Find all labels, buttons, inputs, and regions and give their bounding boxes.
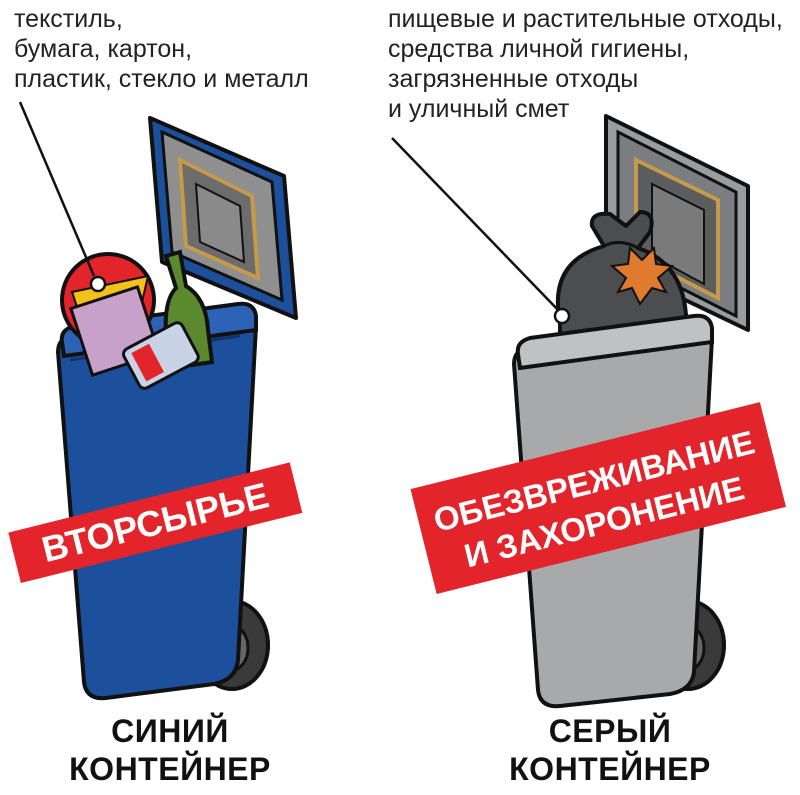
description-line: бумага, картон, [14, 35, 193, 63]
caption-line: СЕРЫЙ [548, 713, 672, 749]
description-line: пищевые и растительные отходы, [388, 5, 783, 33]
blue-container-caption: СИНИЙ КОНТЕЙНЕР [20, 712, 320, 788]
caption-line: СИНИЙ [111, 713, 229, 749]
grey-container: ОБЕЗВРЕЖИВАНИЕ И ЗАХОРОНЕНИЕ [391, 114, 786, 709]
description-line: средства личной гигиены, [388, 35, 690, 63]
blue-container-description: текстиль, бумага, картон, пластик, стекл… [14, 4, 309, 94]
recyclables [60, 249, 215, 390]
description-line: загрязненные отходы [388, 65, 639, 93]
caption-line: КОНТЕЙНЕР [69, 751, 271, 787]
maple-leaf-icon [609, 245, 675, 306]
grey-container-caption: СЕРЫЙ КОНТЕЙНЕР [440, 712, 780, 788]
blue-lid [148, 116, 298, 320]
grey-banner: ОБЕЗВРЕЖИВАНИЕ И ЗАХОРОНЕНИЕ [410, 402, 786, 594]
caption-line: КОНТЕЙНЕР [509, 751, 711, 787]
description-line: пластик, стекло и металл [14, 65, 309, 93]
metal-can [122, 321, 200, 390]
description-line: и уличный смет [388, 95, 570, 123]
grey-container-description: пищевые и растительные отходы, средства … [388, 4, 783, 124]
blue-container: ВТОРСЫРЬЕ [8, 101, 303, 701]
description-line: текстиль, [14, 5, 123, 33]
